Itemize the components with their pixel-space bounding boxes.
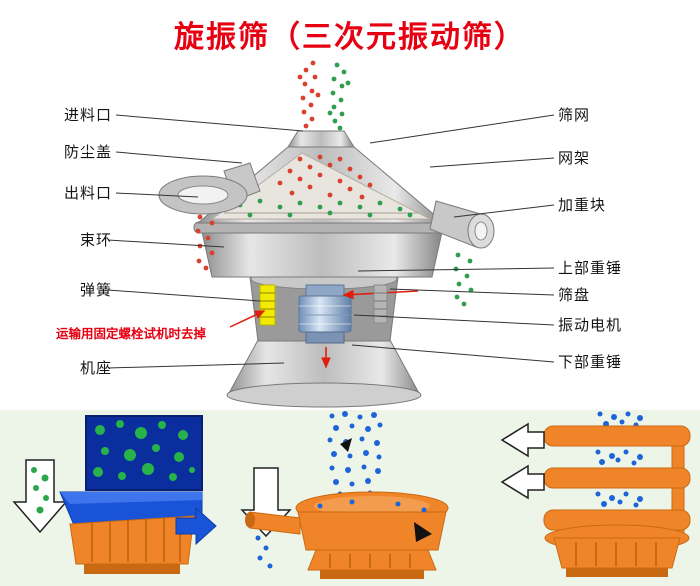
label-sieve-tray: 筛盘 [558,286,591,304]
label-lower-hammer: 下部重锤 [558,353,623,371]
flow-diagram-right [500,411,691,577]
machine-body [193,221,449,278]
label-vibration-motor: 振动电机 [558,316,623,334]
feed-inlet-part [287,130,355,148]
discharge-outlet-part [158,162,261,215]
flow-diagram-center [240,411,449,579]
upper-hammer [305,284,345,297]
red-particles-on-screen [277,154,373,200]
label-warning-note: 运输用固定螺栓试机时去掉 [56,326,207,341]
lower-hammer [305,331,345,344]
main-diagram: 进料口 防尘盖 出料口 束环 弹簧 机座 运输用固定螺栓试机时去掉 筛网 网架 … [0,55,700,410]
clamp-ring [193,221,449,234]
label-feed-inlet: 进料口 [63,106,112,124]
page-title: 旋振筛（三次元振动筛） [174,20,526,55]
warning-arrow [229,310,266,328]
label-weight-block: 加重块 [558,196,607,214]
machine-base [226,339,422,408]
label-discharge-outlet: 出料口 [63,184,112,202]
label-screen-mesh: 筛网 [558,106,591,124]
callout-lines [107,114,555,369]
label-dust-cover: 防尘盖 [63,143,112,161]
green-feed-stream [327,62,351,131]
label-spring: 弹簧 [79,281,112,299]
spring [373,284,388,324]
red-feed-stream [297,60,321,129]
flow-diagrams [0,410,700,586]
label-clamp-ring: 束环 [79,231,112,249]
label-mesh-frame: 网架 [558,149,591,167]
transport-bolt-highlight [259,284,276,326]
red-discharge-stream [195,214,215,271]
green-discharge-stream [453,252,474,307]
vibration-motor [298,295,352,333]
label-machine-base: 机座 [79,359,112,377]
flow-diagram-left [12,415,217,574]
right-spout-part [429,200,495,249]
motor-section [249,268,419,369]
machine-illustration [107,60,555,408]
label-upper-hammer: 上部重锤 [558,259,623,277]
